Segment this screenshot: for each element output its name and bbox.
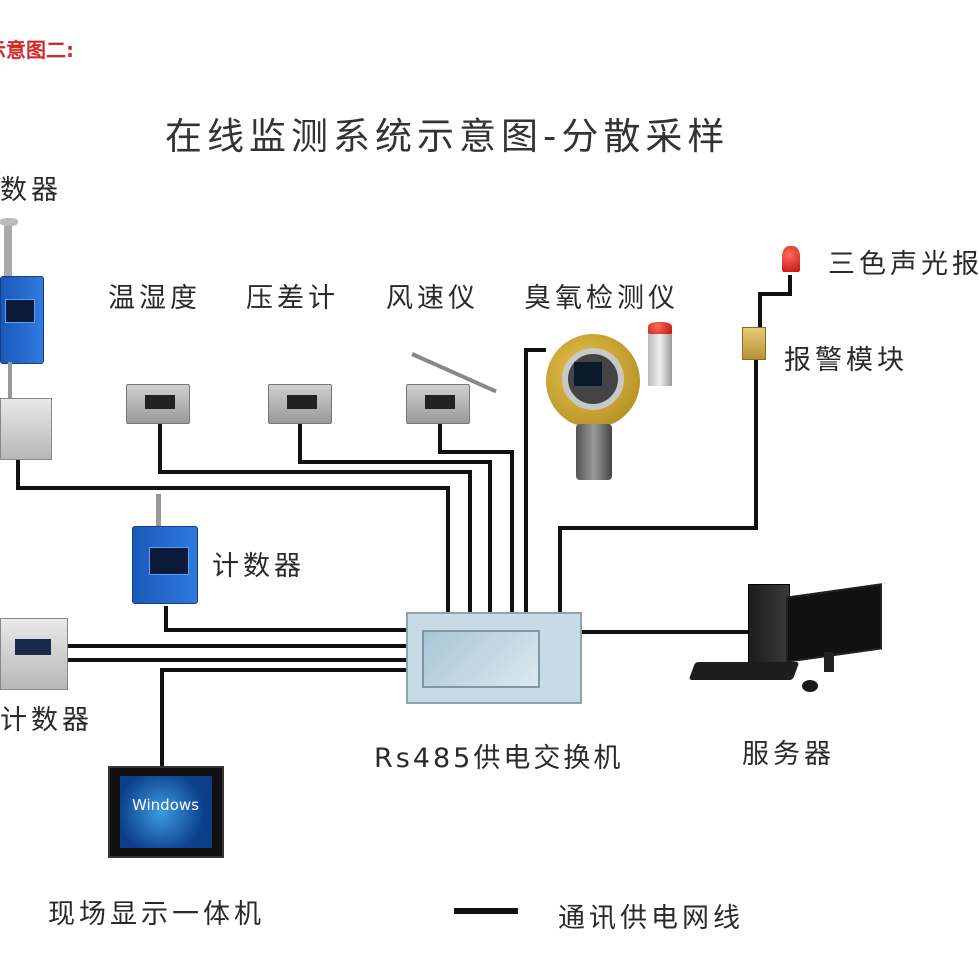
label-counter-mid: 计数器	[212, 551, 305, 582]
anemometer-device	[406, 344, 506, 424]
particle-counter-mid-device	[132, 494, 198, 606]
windows-logo: Windows	[132, 796, 199, 814]
label-diff-pressure: 压差计	[246, 283, 339, 314]
legend-line-swatch	[454, 908, 518, 914]
wire-alarm	[758, 275, 792, 327]
label-temp-humidity: 温湿度	[108, 283, 201, 314]
wire-ozone	[524, 348, 546, 612]
label-ozone: 臭氧检测仪	[524, 283, 679, 314]
top-note: 示意图二:	[0, 38, 74, 62]
label-switch: Rs485供电交换机	[374, 743, 624, 774]
server-computer	[686, 576, 886, 700]
alarm-light	[782, 246, 800, 272]
wire-pressure	[298, 424, 492, 612]
label-counter-top: 数器	[0, 175, 62, 206]
wire-alarm-module	[558, 358, 758, 612]
label-anemometer: 风速仪	[386, 283, 479, 314]
label-legend: 通讯供电网线	[558, 903, 744, 934]
onsite-display: Windows	[108, 766, 224, 858]
label-alarm-light: 三色声光报	[828, 249, 979, 280]
diff-pressure-meter	[268, 384, 332, 424]
wire-top-counter	[16, 460, 450, 612]
temp-humidity-sensor	[126, 384, 190, 424]
label-display: 现场显示一体机	[48, 899, 265, 930]
rs485-switch-cabinet	[406, 612, 582, 704]
alarm-module	[742, 327, 766, 360]
particle-counter-top-device	[0, 218, 60, 460]
label-alarm-module: 报警模块	[784, 345, 908, 376]
wire-anemometer	[438, 424, 514, 612]
wire-display	[160, 668, 406, 766]
label-server: 服务器	[742, 739, 835, 770]
label-counter-bottom: 计数器	[0, 705, 93, 736]
wire-temp	[158, 424, 472, 612]
wire-mid-counter	[164, 606, 406, 632]
diagram-title: 在线监测系统示意图-分散采样	[165, 115, 730, 158]
ozone-detector	[540, 322, 680, 482]
particle-counter-bottom-device	[0, 618, 68, 690]
